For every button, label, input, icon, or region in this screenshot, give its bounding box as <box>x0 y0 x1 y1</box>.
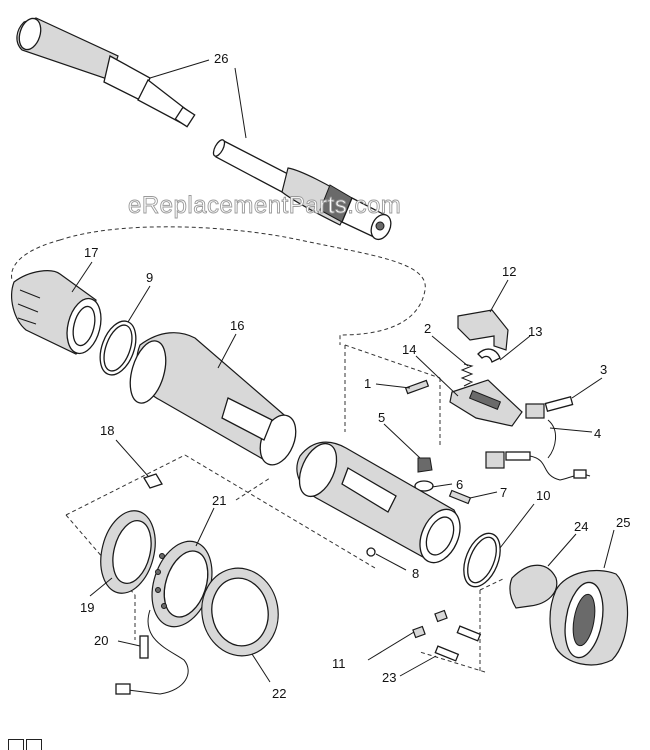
callout-4: 4 <box>594 426 601 441</box>
part-1-pin <box>404 379 430 395</box>
part-26-cable-connector <box>212 139 392 241</box>
callout-11: 11 <box>332 656 346 671</box>
callout-labels: 26 17 9 16 12 2 13 14 1 3 4 5 6 7 10 8 2… <box>80 51 630 701</box>
callout-16: 16 <box>230 318 244 333</box>
callout-1: 1 <box>364 376 371 391</box>
corner-mark-right <box>26 739 42 750</box>
callout-14: 14 <box>402 342 416 357</box>
part-13-clip <box>477 348 501 363</box>
part-4-wire-harness <box>485 419 591 481</box>
callout-2: 2 <box>424 321 431 336</box>
part-24-gasket-plate <box>509 564 558 609</box>
part-2-spring <box>460 363 474 387</box>
part-22-outer-nut <box>201 567 279 657</box>
part-6-washer <box>414 480 434 492</box>
part-8-ball <box>366 547 376 557</box>
cable-routing-path <box>59 226 426 345</box>
part-14-switch-block <box>449 379 523 427</box>
part-16-body-tube <box>129 332 297 466</box>
part-12-bracket <box>457 309 509 351</box>
callout-6: 6 <box>456 477 463 492</box>
callout-25: 25 <box>616 515 630 530</box>
callout-8: 8 <box>412 566 419 581</box>
part-17-threaded-collar <box>11 270 102 355</box>
main-housing <box>296 441 461 564</box>
part-26-handle-grip <box>16 17 196 128</box>
callout-17: 17 <box>84 245 98 260</box>
part-5-screw <box>417 457 433 473</box>
callout-21: 21 <box>212 493 226 508</box>
callout-9: 9 <box>146 270 153 285</box>
part-20-small-bar <box>139 635 149 659</box>
cable-routing-path-left <box>11 239 61 281</box>
part-25-end-cap <box>549 569 629 666</box>
callout-22: 22 <box>272 686 286 701</box>
part-10-o-ring-inner <box>467 536 497 584</box>
callout-7: 7 <box>500 485 507 500</box>
callout-26: 26 <box>214 51 228 66</box>
part-21-indexing-ring <box>115 540 213 695</box>
part-9-o-ring-inner <box>103 324 133 372</box>
callout-3: 3 <box>600 362 607 377</box>
callout-leader-lines <box>71 59 615 683</box>
part-23-screws <box>412 609 482 662</box>
callout-24: 24 <box>574 519 588 534</box>
part-7-pin <box>448 489 472 505</box>
part-19-retaining-ring <box>100 510 156 594</box>
part-3-terminal <box>525 395 574 419</box>
callout-18: 18 <box>100 423 114 438</box>
callout-20: 20 <box>94 633 108 648</box>
callout-10: 10 <box>536 488 550 503</box>
callout-12: 12 <box>502 264 516 279</box>
part-18-small-clip <box>143 473 163 489</box>
callout-13: 13 <box>528 324 542 339</box>
callout-5: 5 <box>378 410 385 425</box>
callout-23: 23 <box>382 670 396 685</box>
callout-19: 19 <box>80 600 94 615</box>
watermark-text: eReplacementParts.com <box>128 192 401 219</box>
corner-mark-left <box>8 739 24 750</box>
